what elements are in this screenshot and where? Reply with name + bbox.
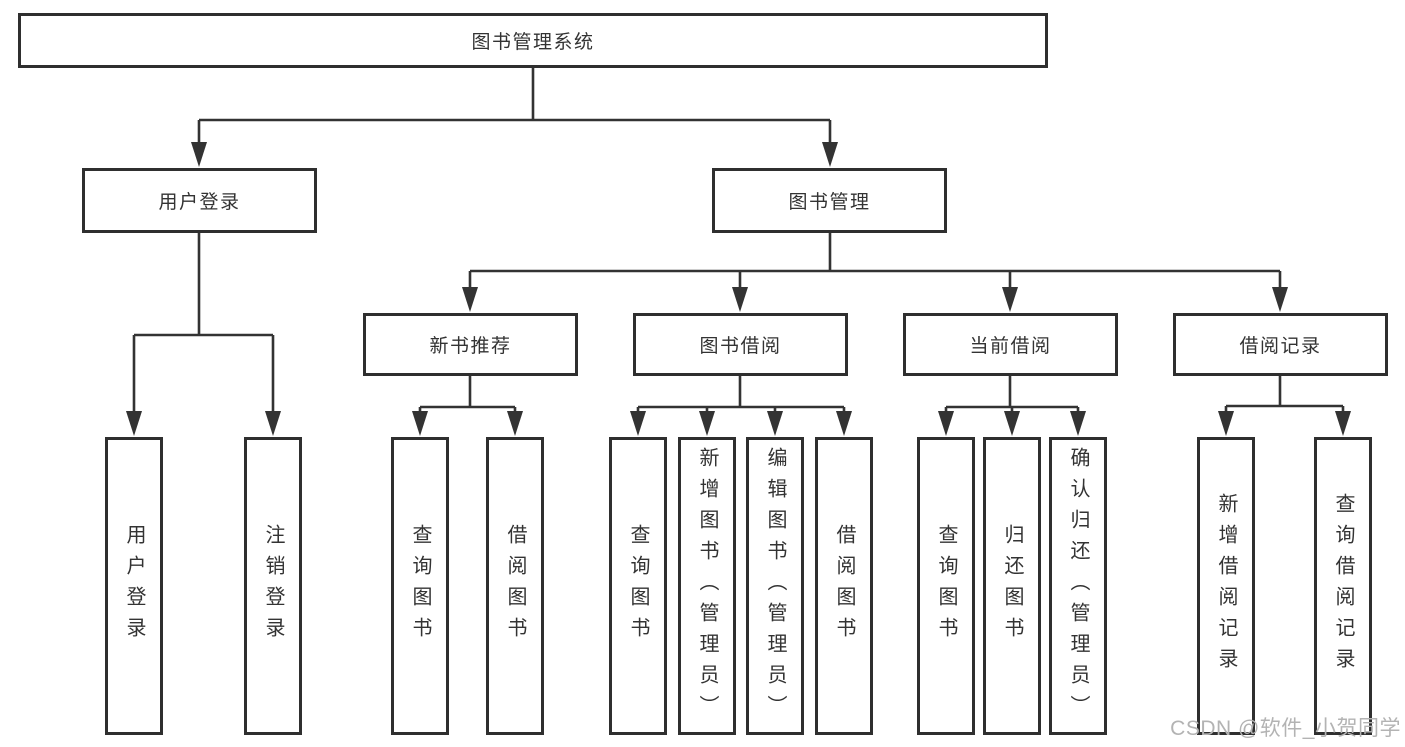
node-label: 查询图书 <box>935 524 957 648</box>
node-label: 图书借阅 <box>699 336 782 357</box>
csdn-watermark: CSDN @软件_小贺同学 <box>1170 717 1401 740</box>
connector-book-mgmt-to-children <box>462 233 1288 312</box>
node-label: 注销登录 <box>262 524 284 648</box>
connector-root-to-children <box>191 68 838 167</box>
node-leaf-return-books: 归还图书 <box>983 437 1041 735</box>
node-label: 图书管理系统 <box>471 32 595 53</box>
node-label: 确认归还（管理员） <box>1067 446 1089 726</box>
node-label: 新增图书（管理员） <box>696 446 718 726</box>
node-leaf-confirm-return-admin: 确认归还（管理员） <box>1049 437 1107 735</box>
node-leaf-logout: 注销登录 <box>244 437 302 735</box>
node-label: 新增借阅记录 <box>1215 493 1237 679</box>
node-label: 借阅图书 <box>504 524 526 648</box>
node-borrowing-records: 借阅记录 <box>1173 313 1388 376</box>
node-label: 编辑图书（管理员） <box>764 446 786 726</box>
node-label: 归还图书 <box>1001 524 1023 648</box>
connector-current-borrow-to-children <box>938 376 1086 436</box>
node-label: 用户登录 <box>123 524 145 648</box>
node-leaf-query-books-3: 查询图书 <box>917 437 975 735</box>
node-leaf-add-books-admin: 新增图书（管理员） <box>678 437 736 735</box>
connector-user-login-to-children <box>126 233 281 436</box>
node-label: 借阅图书 <box>833 524 855 648</box>
node-label: 当前借阅 <box>969 336 1052 357</box>
node-label: 新书推荐 <box>429 336 512 357</box>
node-library-management-system: 图书管理系统 <box>18 13 1048 68</box>
node-label: 查询借阅记录 <box>1332 493 1354 679</box>
node-label: 用户登录 <box>158 192 241 213</box>
node-leaf-query-books-1: 查询图书 <box>391 437 449 735</box>
node-leaf-add-borrow-record: 新增借阅记录 <box>1197 437 1255 735</box>
node-current-borrowing: 当前借阅 <box>903 313 1118 376</box>
connector-book-borrow-to-children <box>630 376 852 436</box>
node-label: 查询图书 <box>627 524 649 648</box>
node-book-borrowing: 图书借阅 <box>633 313 848 376</box>
node-leaf-borrow-books-2: 借阅图书 <box>815 437 873 735</box>
node-label: 借阅记录 <box>1239 336 1322 357</box>
node-leaf-borrow-books-1: 借阅图书 <box>486 437 544 735</box>
connector-borrow-records-to-children <box>1218 376 1351 436</box>
node-leaf-query-borrow-record: 查询借阅记录 <box>1314 437 1372 735</box>
connector-new-book-rec-to-children <box>412 376 523 436</box>
node-leaf-edit-books-admin: 编辑图书（管理员） <box>746 437 804 735</box>
node-leaf-user-login: 用户登录 <box>105 437 163 735</box>
node-label: 查询图书 <box>409 524 431 648</box>
node-label: 图书管理 <box>788 192 871 213</box>
node-user-login: 用户登录 <box>82 168 317 233</box>
node-new-book-recommendation: 新书推荐 <box>363 313 578 376</box>
node-book-management: 图书管理 <box>712 168 947 233</box>
node-leaf-query-books-2: 查询图书 <box>609 437 667 735</box>
